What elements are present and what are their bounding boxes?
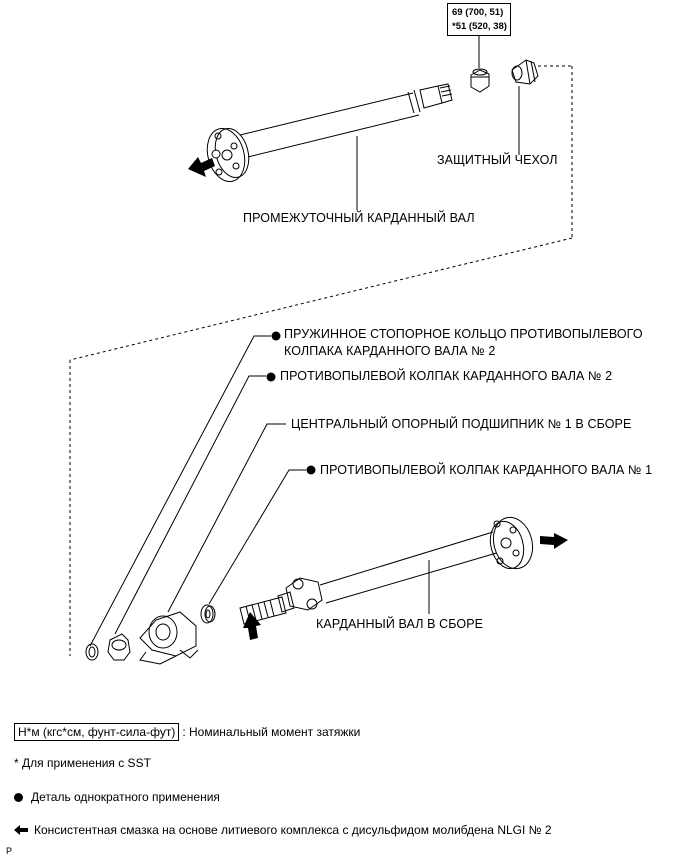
legend-sst: * Для применения с SST (14, 756, 151, 770)
legend-torque-unit: Н*м (кгс*см, фунт-сила-фут) (14, 723, 180, 741)
label-dust-boot: ЗАЩИТНЫЙ ЧЕХОЛ (437, 153, 558, 167)
legend-grease-text: Консистентная смазка на основе литиевого… (34, 823, 552, 837)
dust-cap-1-drawing (200, 604, 216, 624)
label-propeller-shaft: КАРДАННЫЙ ВАЛ В СБОРЕ (316, 617, 484, 631)
snap-ring-drawing (85, 643, 99, 661)
label-dust-cap-2: ПРОТИВОПЫЛЕВОЙ КОЛПАК КАРДАННОГО ВАЛА № … (280, 369, 613, 383)
label-intermediate-shaft: ПРОМЕЖУТОЧНЫЙ КАРДАННЫЙ ВАЛ (243, 211, 475, 225)
grease-arrow-icon (14, 825, 28, 835)
legend-non-reusable-text: Деталь однократного применения (31, 790, 220, 804)
dust-cap-2-drawing (107, 633, 131, 661)
label-snap-ring-1: ПРУЖИННОЕ СТОПОРНОЕ КОЛЬЦО ПРОТИВОПЫЛЕВО… (284, 327, 643, 341)
grease-arrows (188, 157, 568, 640)
intermediate-shaft-drawing (206, 83, 453, 182)
dot-icon (14, 793, 23, 802)
legend-non-reusable: Деталь однократного применения (14, 789, 220, 805)
center-bearing-drawing (139, 611, 199, 665)
grease-arrow-top (188, 157, 215, 177)
grease-arrow-right (540, 533, 568, 549)
non-reusable-dots (266, 331, 316, 475)
torque-value: 69 (700, 51) (452, 7, 504, 18)
legend-torque: Н*м (кгс*см, фунт-сила-фут): Номинальный… (14, 723, 360, 741)
grease-arrow-bottom (243, 612, 261, 640)
dust-boot-drawing (511, 59, 539, 85)
torque-value-sst: *51 (520, 38) (452, 21, 507, 32)
label-dust-cap-1: ПРОТИВОПЫЛЕВОЙ КОЛПАК КАРДАННОГО ВАЛА № … (320, 463, 653, 477)
propeller-shaft-drawing (239, 516, 534, 625)
legend-torque-desc: : Номинальный момент затяжки (182, 725, 361, 739)
label-snap-ring-2: КОЛПАКА КАРДАННОГО ВАЛА № 2 (284, 344, 496, 358)
label-center-bearing: ЦЕНТРАЛЬНЫЙ ОПОРНЫЙ ПОДШИПНИК № 1 В СБОР… (291, 417, 632, 431)
dashed-connection-lines (69, 65, 573, 656)
torque-spec-box: 69 (700, 51) *51 (520, 38) (447, 3, 511, 36)
figure-code: P (6, 846, 13, 856)
nut-drawing (470, 68, 490, 93)
legend-grease: Консистентная смазка на основе литиевого… (14, 822, 552, 838)
lower-leaders (89, 335, 430, 647)
